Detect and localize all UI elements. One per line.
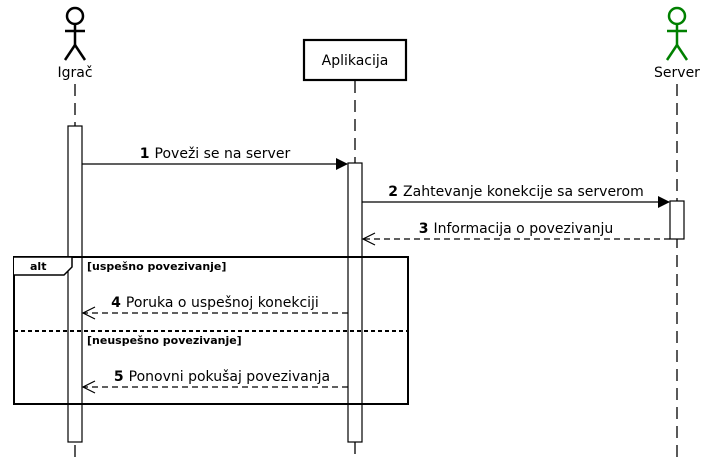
message-1: 1 Poveži se na server xyxy=(82,146,348,170)
message-number: 2 xyxy=(388,184,398,200)
message-5: 5 Ponovni pokušaj povezivanja xyxy=(81,369,348,394)
guard-failure: [neuspešno povezivanje] xyxy=(87,334,242,347)
stick-figure-icon xyxy=(63,6,87,61)
message-number: 4 xyxy=(111,295,121,311)
participant-label-server: Server xyxy=(654,65,700,81)
message-text: Poruka o uspešnoj konekciji xyxy=(126,295,319,311)
message-2-label: 2 Zahtevanje konekcije sa serverom xyxy=(388,184,643,200)
message-text: Ponovni pokušaj povezivanja xyxy=(129,369,330,385)
guard-success: [uspešno povezivanje] xyxy=(87,260,226,273)
message-4-label: 4 Poruka o uspešnoj konekciji xyxy=(111,295,319,311)
message-5-label: 5 Ponovni pokušaj povezivanja xyxy=(114,369,330,385)
stick-figure-icon xyxy=(665,6,689,61)
message-2: 2 Zahtevanje konekcije sa serverom xyxy=(362,184,670,208)
activation-bar-igrac xyxy=(67,125,83,443)
participant-label-igrac: Igrač xyxy=(57,65,92,81)
message-1-label: 1 Poveži se na server xyxy=(140,146,291,162)
participant-aplikacija: Aplikacija xyxy=(302,38,408,82)
alt-fragment: alt [uspešno povezivanje] [neuspešno pov… xyxy=(13,256,409,405)
participant-label-aplikacija: Aplikacija xyxy=(322,53,389,69)
activation-bar-server xyxy=(669,200,685,240)
fragment-operator: alt xyxy=(30,260,46,273)
message-4: 4 Poruka o uspešnoj konekciji xyxy=(81,295,348,320)
message-number: 3 xyxy=(419,221,429,237)
message-number: 1 xyxy=(140,146,150,162)
actor-igrac: Igrač xyxy=(57,6,93,81)
message-text: Zahtevanje konekcije sa serverom xyxy=(403,184,644,200)
activation-bar-aplikacija xyxy=(347,162,363,443)
message-number: 5 xyxy=(114,369,124,385)
message-text: Poveži se na server xyxy=(155,146,291,162)
message-text: Informacija o povezivanju xyxy=(433,221,613,237)
actor-server: Server xyxy=(654,6,700,81)
